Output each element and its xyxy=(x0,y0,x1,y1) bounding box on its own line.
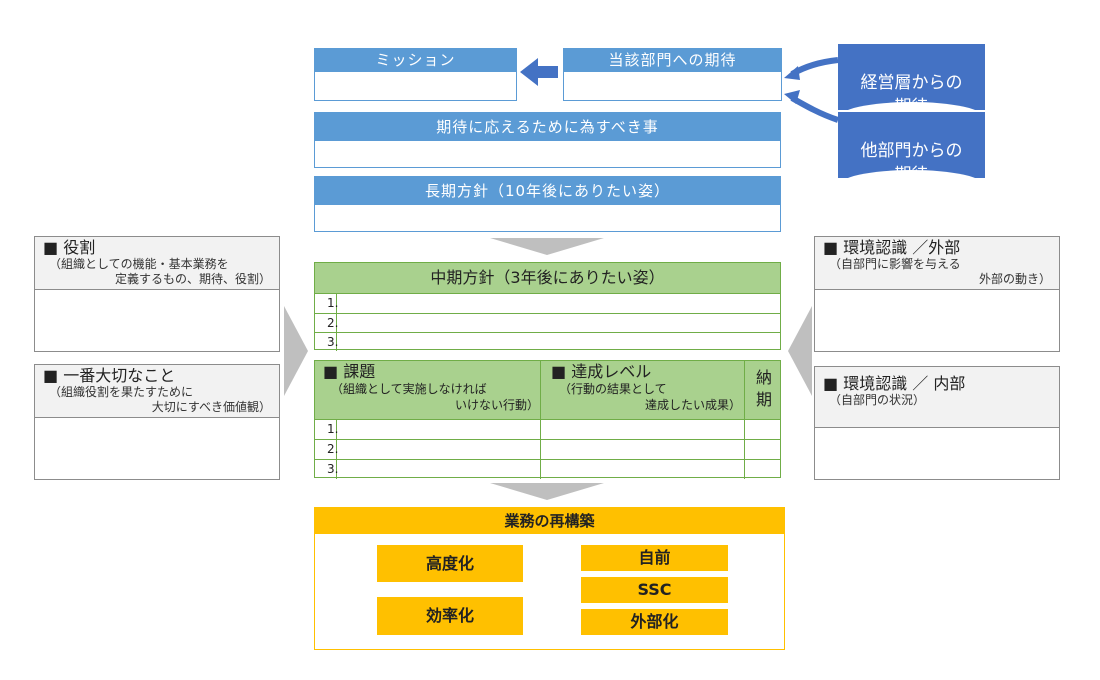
table-row: 3. xyxy=(315,332,780,351)
table-row: 1. xyxy=(315,419,780,439)
role-title: ■ 役割 xyxy=(43,238,96,257)
issues-table: ■ 課題 （組織として実施しなければ いけない行動） ■ 達成レベル （行動の結… xyxy=(314,360,781,479)
expectation-box: 当該部門への期待 xyxy=(563,48,782,101)
table-row: 2. xyxy=(315,313,780,332)
environment-external-subtitle-2: 外部の動き） xyxy=(978,272,1051,286)
todo-title: 期待に応えるために為すべき事 xyxy=(315,113,780,141)
issues-col-sub2: いけない行動） xyxy=(454,398,539,412)
right-chevron-arrow-icon xyxy=(284,306,308,396)
restructure-item-inhouse: 自前 xyxy=(581,545,728,571)
restructure-item-outsource: 外部化 xyxy=(581,609,728,635)
longterm-box: 長期方針（10年後にありたい姿） xyxy=(314,176,781,232)
other-dept-expectation-shape: 他部門からの 期待 xyxy=(838,112,985,186)
issues-col-title: ■ 課題 xyxy=(323,362,376,381)
value-box: ■ 一番大切なこと （組織役割を果たすために 大切にすべき価値観） xyxy=(34,364,280,480)
mission-box: ミッション xyxy=(314,48,517,101)
midterm-title: 中期方針（3年後にありたい姿） xyxy=(315,263,780,293)
achievement-col-title: ■ 達成レベル xyxy=(551,362,652,381)
role-box: ■ 役割 （組織としての機能・基本業務を 定義するもの、期待、役割） xyxy=(34,236,280,352)
left-chevron-arrow-icon xyxy=(788,306,812,396)
environment-external-subtitle-1: （自部門に影響を与える xyxy=(829,257,961,271)
restructure-item-ssc: SSC xyxy=(581,577,728,603)
table-row: 3. xyxy=(315,459,780,479)
restructure-title: 業務の再構築 xyxy=(315,508,784,534)
environment-internal-subtitle-1: （自部門の状況） xyxy=(829,393,926,407)
curved-arrows-icon xyxy=(784,57,839,123)
management-expectation-shape: 経営層からの 期待 xyxy=(838,44,985,118)
environment-internal-title: ■ 環境認識 ／ 内部 xyxy=(823,374,966,393)
arrow-left-icon xyxy=(520,58,558,86)
environment-internal-box: ■ 環境認識 ／ 内部 （自部門の状況） xyxy=(814,366,1060,480)
todo-box: 期待に応えるために為すべき事 xyxy=(314,112,781,168)
midterm-table: 中期方針（3年後にありたい姿） 1. 2. 3. xyxy=(314,262,781,351)
down-arrow-icon xyxy=(490,238,604,255)
value-subtitle-1: （組織役割を果たすために xyxy=(49,385,194,399)
achievement-col-sub2: 達成したい成果） xyxy=(644,398,741,412)
environment-external-title: ■ 環境認識 ／外部 xyxy=(823,238,961,257)
deadline-col-header: 納 期 xyxy=(755,368,772,409)
issues-col-sub1: （組織として実施しなければ xyxy=(331,382,487,396)
environment-external-box: ■ 環境認識 ／外部 （自部門に影響を与える 外部の動き） xyxy=(814,236,1060,352)
other-dept-expectation-text: 他部門からの 期待 xyxy=(860,141,963,185)
role-subtitle-2: 定義するもの、期待、役割） xyxy=(114,272,271,286)
longterm-title: 長期方針（10年後にありたい姿） xyxy=(315,177,780,205)
issues-col-header: ■ 課題 （組織として実施しなければ いけない行動） xyxy=(323,363,539,413)
restructure-box: 業務の再構築 高度化 効率化 自前 SSC 外部化 xyxy=(314,507,785,650)
expectation-title: 当該部門への期待 xyxy=(564,49,781,72)
role-subtitle-1: （組織としての機能・基本業務を xyxy=(49,257,229,271)
value-title: ■ 一番大切なこと xyxy=(43,366,176,385)
table-row: 1. xyxy=(315,293,780,313)
achievement-col-sub1: （行動の結果として xyxy=(559,382,667,396)
value-subtitle-2: 大切にすべき価値観） xyxy=(151,400,271,414)
table-row: 2. xyxy=(315,439,780,459)
restructure-item-efficiency: 効率化 xyxy=(377,597,523,635)
down-arrow-icon xyxy=(490,483,604,500)
management-expectation-text: 経営層からの 期待 xyxy=(860,73,963,117)
mission-title: ミッション xyxy=(315,49,516,72)
restructure-item-advanced: 高度化 xyxy=(377,545,523,582)
achievement-col-header: ■ 達成レベル （行動の結果として 達成したい成果） xyxy=(551,363,741,413)
